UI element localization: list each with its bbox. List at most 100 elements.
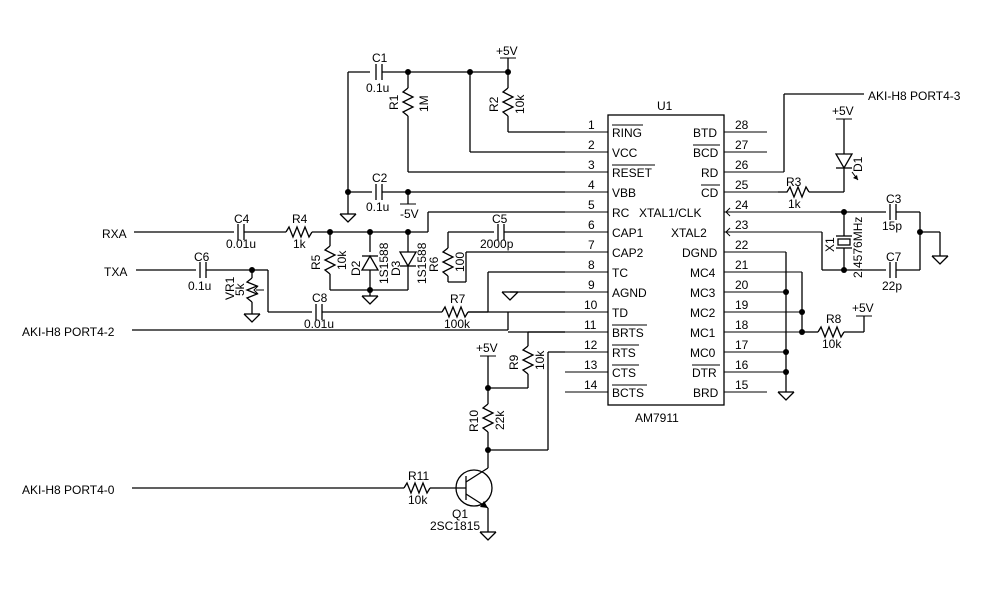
- pin-18-num: 18: [735, 318, 749, 332]
- pin-17-num: 17: [735, 338, 749, 352]
- mc-bus-section: +5V R8 10k: [777, 252, 874, 401]
- cap-section: C5 2000p R6 100: [427, 212, 565, 283]
- r9-value: 10k: [533, 350, 547, 370]
- pin-10-num: 10: [584, 298, 598, 312]
- pin-24-name: XTAL1/CLK: [639, 206, 701, 220]
- r2-value: 10k: [513, 94, 527, 114]
- txa-label: TXA: [104, 265, 127, 279]
- pin-25-num: 25: [735, 178, 749, 192]
- pin-12-name: RTS: [612, 346, 636, 360]
- pin-25-name: CD: [701, 186, 719, 200]
- r10-value: 22k: [493, 410, 507, 430]
- pin-3-num: 3: [588, 158, 595, 172]
- c3-value: 15p: [882, 219, 902, 233]
- pin-26-num: 26: [735, 158, 749, 172]
- c8-ref: C8: [312, 291, 328, 305]
- c7-ref: C7: [886, 250, 902, 264]
- vr1-ref: VR1: [223, 276, 237, 300]
- c2-ref: C2: [372, 171, 388, 185]
- c1-ref: C1: [372, 51, 388, 65]
- pin-13-name: CTS: [612, 366, 636, 380]
- pin-27-name: BCD: [693, 146, 719, 160]
- pin-28-num: 28: [735, 118, 749, 132]
- q1-ref: Q1: [452, 507, 468, 521]
- pin-20-name: MC3: [690, 286, 716, 300]
- c5-value: 2000p: [480, 237, 514, 251]
- pin-17-name: MC0: [690, 346, 716, 360]
- pin-10-name: TD: [612, 306, 628, 320]
- pin-15-num: 15: [735, 378, 749, 392]
- c5-ref: C5: [492, 212, 508, 226]
- pin-8-num: 8: [588, 258, 595, 272]
- pin-27-num: 27: [735, 138, 749, 152]
- pin-23-name: XTAL2: [671, 226, 707, 240]
- r7-ref: R7: [450, 292, 466, 306]
- r3-value: 1k: [788, 197, 802, 211]
- ic-ref: U1: [657, 99, 673, 113]
- pin-11-name: BRTS: [612, 326, 644, 340]
- r10-ref: R10: [467, 410, 481, 432]
- r4-ref: R4: [292, 212, 308, 226]
- port42-section: AKI-H8 PORT4-2: [22, 312, 565, 339]
- pin-6-name: CAP1: [612, 226, 644, 240]
- pin-21-num: 21: [735, 258, 749, 272]
- pin-13-num: 13: [584, 358, 598, 372]
- pin-2-name: VCC: [612, 146, 638, 160]
- pin-24-num: 24: [735, 198, 749, 212]
- c4-value: 0.01u: [226, 237, 256, 251]
- r6-value: 100: [453, 252, 467, 272]
- rxa-label: RXA: [102, 227, 127, 241]
- pin-12-num: 12: [584, 338, 598, 352]
- pin-26-name: RD: [701, 166, 719, 180]
- r5-ref: R5: [309, 254, 323, 270]
- c3-ref: C3: [886, 192, 902, 206]
- pin-15-name: BRD: [693, 386, 719, 400]
- pin-1-name: RING: [612, 126, 642, 140]
- pin-22-num: 22: [735, 238, 749, 252]
- c6-value: 0.1u: [188, 279, 211, 293]
- pin-16-name: DTR: [692, 366, 717, 380]
- r8-ref: R8: [826, 312, 842, 326]
- r11-value: 10k: [408, 493, 428, 507]
- pin-5-name: RC: [612, 206, 630, 220]
- pin-23-num: 23: [735, 218, 749, 232]
- pin-9-num: 9: [588, 278, 595, 292]
- c4-ref: C4: [234, 212, 250, 226]
- c7-value: 22p: [882, 279, 902, 293]
- r5-value: 10k: [335, 250, 349, 270]
- pin-7-num: 7: [588, 238, 595, 252]
- r9-ref: R9: [507, 354, 521, 370]
- c8-value: 0.01u: [304, 317, 334, 331]
- d1-ref: D1: [851, 156, 865, 172]
- x1-value: 2.4576MHz: [851, 217, 865, 278]
- r11-ref: R11: [408, 469, 429, 483]
- vminus-label: -5V: [400, 207, 419, 221]
- pin-1-num: 1: [588, 118, 595, 132]
- r3-ref: R3: [786, 175, 802, 189]
- pin-5-num: 5: [588, 198, 595, 212]
- ic-part: AM7911: [635, 411, 679, 425]
- pin-11-num: 11: [584, 318, 597, 332]
- pin-6-num: 6: [588, 218, 595, 232]
- pin-4-num: 4: [588, 178, 595, 192]
- vplus-label-r10: +5V: [476, 341, 498, 355]
- c2-value: 0.1u: [366, 200, 389, 214]
- vr1-value: 5k: [233, 282, 247, 296]
- rx-section: RXA C4 0.01u R4 1k R5 10k D2 1S1588: [102, 211, 565, 305]
- r1-value: 1M: [417, 95, 431, 112]
- pin-19-num: 19: [735, 298, 749, 312]
- r7-value: 100k: [444, 317, 471, 331]
- crystal-section: X1 2.4576MHz C3 15p C7 22p: [821, 192, 949, 293]
- q1-value: 2SC1815: [430, 519, 480, 533]
- r4-value: 1k: [293, 237, 307, 251]
- right-top-section: AKI-H8 PORT4-3 +5V D1 R3 1k: [778, 89, 961, 211]
- x1-ref: X1: [823, 237, 837, 252]
- pin-3-name: RESET: [612, 166, 653, 180]
- c6-ref: C6: [194, 250, 210, 264]
- pin-14-num: 14: [584, 378, 598, 392]
- d3-value: 1S1588: [415, 242, 429, 284]
- vplus-label-d1: +5V: [832, 104, 854, 118]
- r6-ref: R6: [427, 256, 441, 272]
